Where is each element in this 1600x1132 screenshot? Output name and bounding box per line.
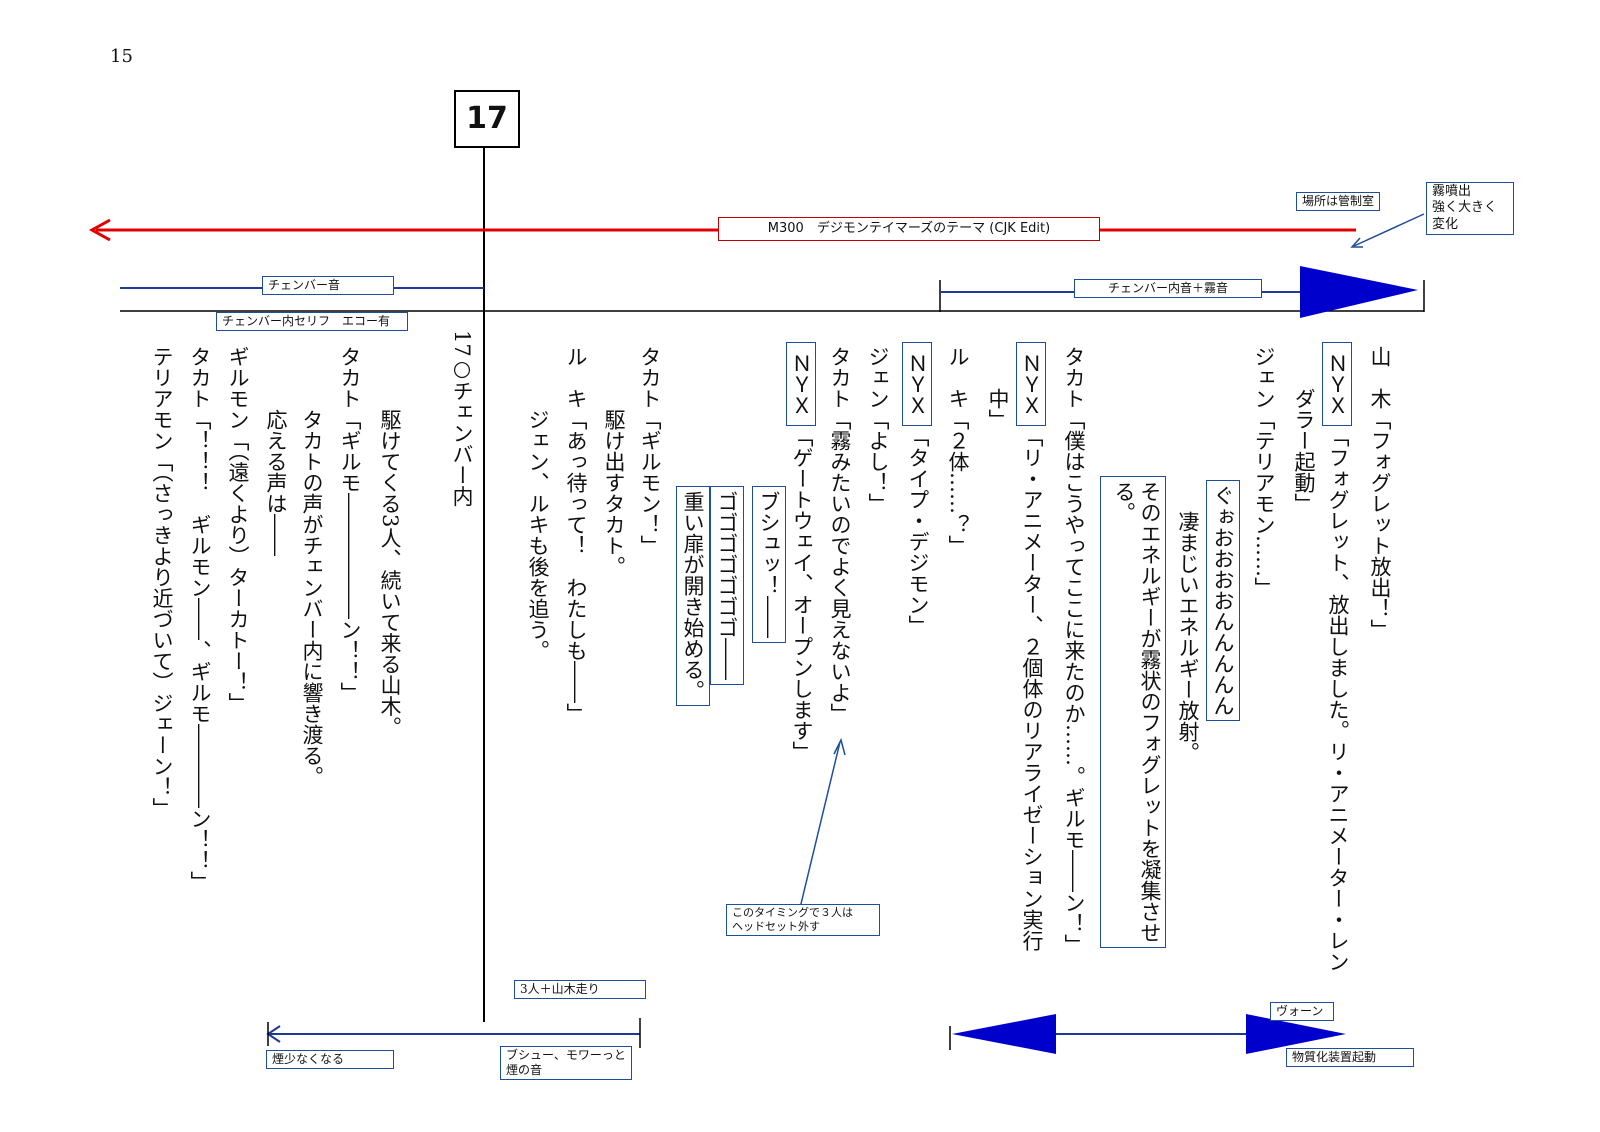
device-wedge <box>1246 1014 1346 1054</box>
scene-heading: 17○チェンバー内 <box>450 330 474 507</box>
line-nyx-1: 「フォグレット、放出しました。リ・アニメーター・レン <box>1326 426 1350 972</box>
line-takato-1: タカト「僕はこうやってここに来たのか……。ギルモ――ン！」 <box>1062 346 1086 955</box>
sfx-bushu: ブシュッ！―― <box>752 486 786 643</box>
stage-answer: 応える声は―― <box>264 346 288 556</box>
crescendo-wedge <box>1300 266 1418 318</box>
headset-note: このタイミングで３人は ヘッドセット外す <box>726 904 880 936</box>
line-takato-4: タカト「ギルモ――――――ン！！」 <box>338 346 362 703</box>
line-guilmon: ギルモン「（遠くより）ターカトー！」 <box>226 346 250 714</box>
decrescendo-wedge <box>952 1014 1056 1054</box>
stage-fog-2: る。 <box>1112 481 1136 523</box>
line-nyx-2: 「リ・アニメーター、２個体のリアライゼーション実行 <box>1020 426 1044 951</box>
smoke-sound-note: ブシュー、モワーっと 煙の音 <box>500 1046 632 1080</box>
sfx-guoo: ぐぉおおおおんんんんん <box>1206 480 1240 721</box>
stage-energy: 凄まじいエネルギー放射。 <box>1176 448 1200 763</box>
line-nyx-2-cont: 中」 <box>986 346 1010 430</box>
line-nyx-4: 「ゲートウェイ、オープンします」 <box>790 426 814 762</box>
line-jen-2: ジェン「よし！」 <box>866 346 890 514</box>
mist-pointer <box>1353 213 1425 247</box>
nyx-tag-2: ＮＹＸ <box>1016 342 1046 426</box>
line-takato-2: タカト「霧みたいのでよく見えないよ」 <box>828 346 852 724</box>
stage-arrive: 駆けてくる3人、続いて来る山木。 <box>378 346 402 738</box>
scene-number-box: 17 <box>454 90 520 148</box>
smoke-less-note: 煙少なくなる <box>266 1050 394 1069</box>
line-terriermon: テリアモン「（さっきより近づいて）ジェーン！」 <box>150 346 174 819</box>
line-ruki-1: ル キ「２体……？」 <box>946 346 970 556</box>
device-note: 物質化装置起動 <box>1286 1048 1414 1067</box>
nyx-tag-3: ＮＹＸ <box>902 342 932 426</box>
line-takato-3: タカト「ギルモン！」 <box>638 346 662 556</box>
stage-fog-1: そのエネルギーが霧状のフォグレットを凝集させ <box>1138 481 1162 943</box>
line-jen-1: ジェン「テリアモン……」 <box>1252 346 1276 598</box>
line-ruki-2: ル キ「あっ待って！ わたしも――」 <box>564 346 588 724</box>
page-number: 15 <box>110 46 133 67</box>
music-arrow-head <box>88 218 111 242</box>
line-takato-5: タカト「！！！ ギルモン――、ギルモ――――ン！！」 <box>188 346 212 892</box>
vone-note: ヴォーン <box>1270 1002 1334 1021</box>
stage-echo: タカトの声がチェンバー内に響き渡る。 <box>300 346 324 787</box>
stage-fog: そのエネルギーが霧状のフォグレットを凝集させ る。 <box>1100 476 1166 948</box>
chamber-sound-note: チェンバー音 <box>262 276 394 295</box>
line-nyx-3: 「タイプ・デジモン」 <box>906 426 930 636</box>
sfx-gogo: ゴゴゴゴゴゴゴ―― <box>710 486 744 685</box>
line-nyx-1-cont: ダラー起動」 <box>1292 346 1316 514</box>
sfx-door: 重い扉が開き始める。 <box>676 486 710 706</box>
stage-follow: ジェン、ルキも後を追う。 <box>526 346 550 661</box>
line-yamaki: 山 木「フォグレット放出！」 <box>1368 346 1392 640</box>
running-note: 3人＋山木走り <box>514 980 646 999</box>
headset-pointer <box>799 741 841 909</box>
music-cue-label: M300 デジモンテイマーズのテーマ (CJK Edit) <box>718 217 1100 241</box>
nyx-tag-1: ＮＹＸ <box>1322 342 1352 426</box>
nyx-tag-4: ＮＹＸ <box>786 342 816 426</box>
chamber-dialog-note: チェンバー内セリフ エコー有 <box>216 312 408 331</box>
location-note: 場所は管制室 <box>1296 192 1381 211</box>
chamber-inner-sound-note: チェンバー内音＋霧音 <box>1074 279 1262 298</box>
stage-takato-runs: 駆け出すタカト。 <box>602 346 626 577</box>
mist-note: 霧噴出 強く大きく 変化 <box>1426 182 1514 235</box>
